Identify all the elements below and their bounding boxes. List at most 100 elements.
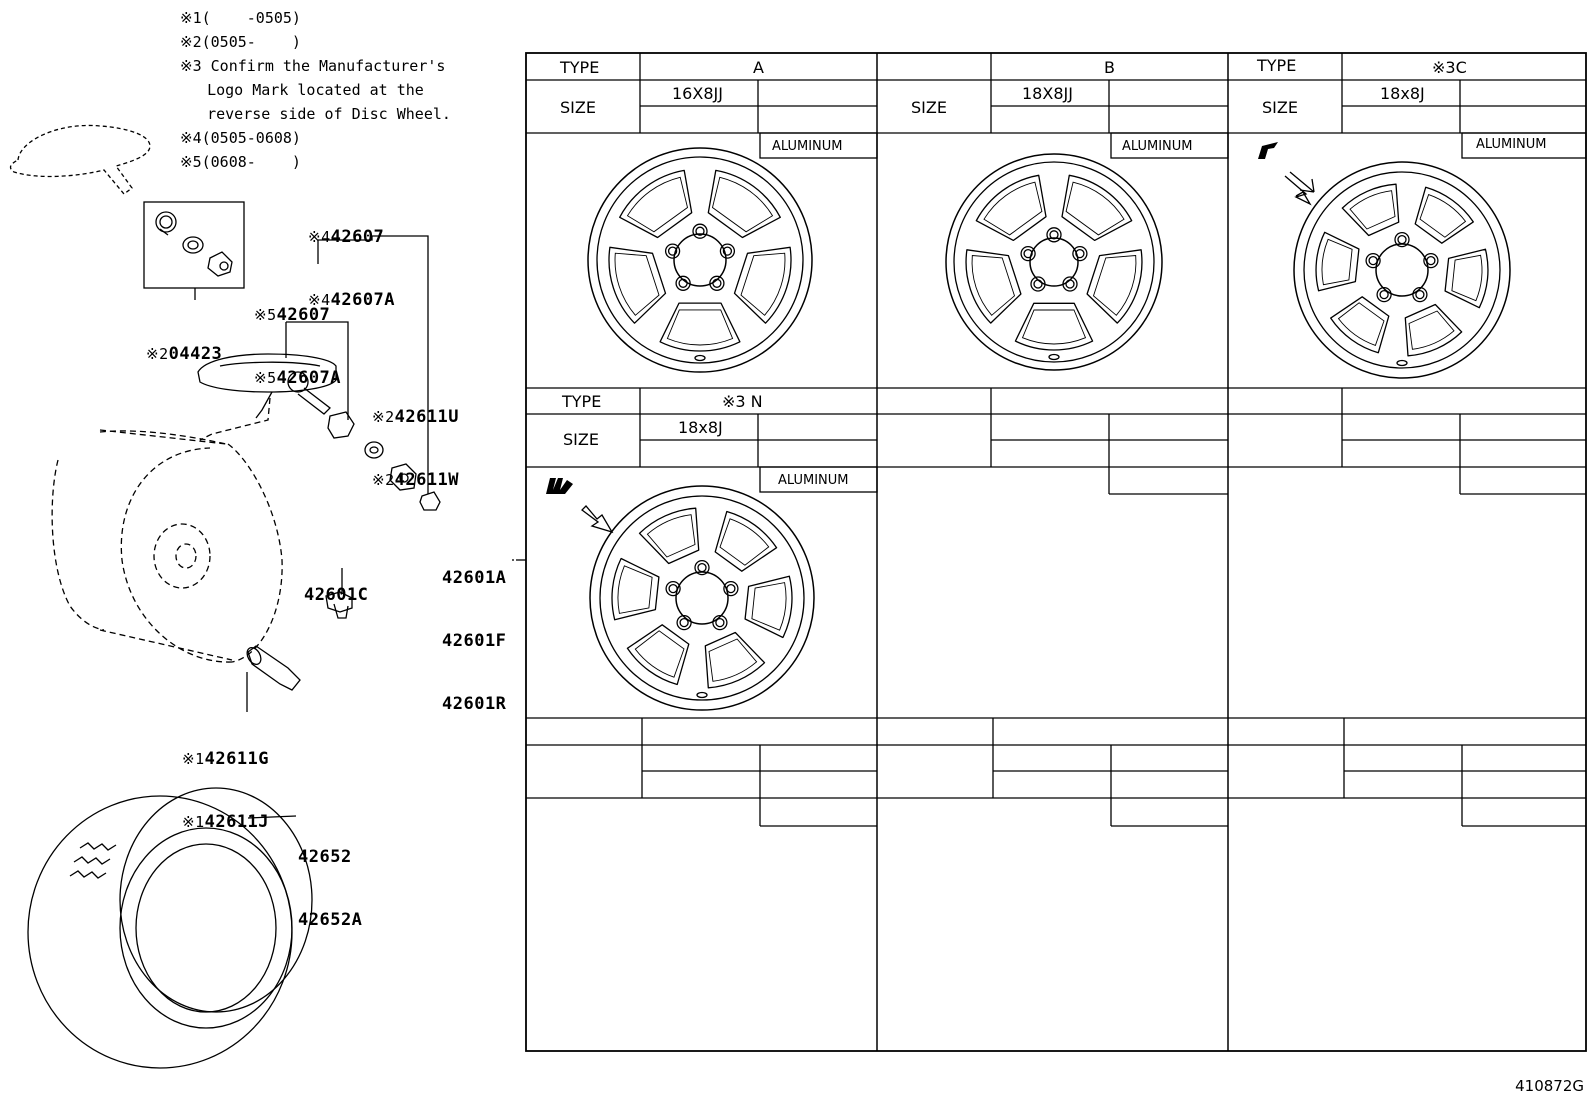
sensor-washer-icon <box>364 441 384 459</box>
type-value-n: ※3 N <box>722 392 763 411</box>
note-3: ※3 Confirm the Manufacturer's <box>180 57 446 75</box>
lug-hole <box>676 614 692 631</box>
part-number: 42611W <box>394 470 460 490</box>
type-value-b: B <box>1104 58 1115 77</box>
lug-hole <box>694 559 710 576</box>
spoke-window <box>1414 186 1474 244</box>
valve-core-icon <box>419 491 441 511</box>
sensor-cap-icon <box>389 463 417 491</box>
spoke-window <box>1404 303 1463 357</box>
lug-hole <box>1423 252 1439 269</box>
valve-hole <box>1396 359 1408 367</box>
part-number: 42652 <box>298 847 352 867</box>
note-3-line-3: reverse side of Disc Wheel. <box>180 105 451 123</box>
spoke-window <box>619 169 693 239</box>
part-number: 42607 <box>276 305 331 325</box>
part-number: 42611J <box>204 812 270 832</box>
lug-hole <box>1412 286 1428 303</box>
part-number: 04423 <box>168 344 223 364</box>
material-b: ALUMINUM <box>1122 139 1193 154</box>
part-42611g[interactable]: ※142611G ※142611J <box>182 749 270 832</box>
lug-hole <box>1062 276 1078 292</box>
lug-hole <box>1365 252 1381 269</box>
wheel-assembly-icon <box>51 397 283 663</box>
lug-hole <box>692 223 708 239</box>
size-label-c: SIZE <box>1262 98 1298 117</box>
part-42601c[interactable]: 42601C <box>304 543 368 627</box>
spoke-window <box>659 302 741 352</box>
note-1: ※1( -0505) <box>180 9 301 27</box>
wheel-n-illustration <box>589 485 815 711</box>
type-label-n: TYPE <box>562 392 602 411</box>
lug-hole <box>665 580 681 597</box>
spoke-window <box>975 174 1047 242</box>
part-number: 42601A <box>442 568 507 588</box>
logo-arrow-n-icon <box>581 505 614 534</box>
spoke-window <box>965 249 1022 324</box>
part-42611u[interactable]: ※242611U ※242611W <box>372 407 460 490</box>
part-42607-group-4[interactable]: ※442607 ※442607A <box>308 227 396 310</box>
valve-hole <box>694 354 706 362</box>
spoke-window <box>638 507 700 565</box>
lug-hole <box>664 243 681 259</box>
lug-hole <box>1376 286 1392 303</box>
spoke-window <box>1315 231 1360 292</box>
valve-hole <box>696 691 708 699</box>
manufacturer-logo-n <box>546 478 573 494</box>
lug-hole <box>1030 276 1046 292</box>
part-04423[interactable]: ※204423 <box>146 344 223 364</box>
size-label-b: SIZE <box>911 98 947 117</box>
part-number: 42601F <box>442 631 507 651</box>
type-label-a: TYPE <box>560 58 600 77</box>
material-c: ALUMINUM <box>1476 137 1547 152</box>
spoke-window <box>608 246 667 324</box>
size-value-b: 18X8JJ <box>1022 84 1073 103</box>
washer-icon <box>182 236 204 254</box>
part-number: 42607 <box>330 227 385 247</box>
note-3-line-2: Logo Mark located at the <box>180 81 424 99</box>
note-2: ※2(0505- ) <box>180 33 301 51</box>
lug-hole <box>1072 245 1088 262</box>
material-a: ALUMINUM <box>772 139 843 154</box>
valve-cap-icon <box>155 211 177 236</box>
spoke-window <box>611 557 660 621</box>
spoke-window <box>733 246 792 324</box>
type-label-c: TYPE <box>1257 56 1297 75</box>
wheel-table <box>525 52 1587 1052</box>
valve-kit-04423-box <box>143 201 245 300</box>
spoke-window <box>1014 302 1094 351</box>
part-42607-group-5[interactable]: ※542607 ※542607A <box>254 305 342 388</box>
spoke-window <box>744 575 793 639</box>
manufacturer-logo-c <box>1258 142 1278 159</box>
logo-arrow-c-icon <box>1284 171 1315 206</box>
part-number: 42601R <box>442 694 507 714</box>
size-value-c: 18x8J <box>1380 84 1425 103</box>
lug-hole <box>675 275 691 291</box>
wheel-c-illustration <box>1293 161 1511 379</box>
spoke-window <box>1061 174 1133 242</box>
part-number: 42611G <box>204 749 270 769</box>
part-42652[interactable]: 42652 42652A <box>298 805 362 952</box>
tire-42652-icon <box>27 787 313 1069</box>
valve-stem-42611g-icon <box>246 645 301 712</box>
diagram-code: 410872G <box>1515 1077 1584 1095</box>
lug-hole <box>1020 245 1036 262</box>
type-value-a: A <box>753 58 764 77</box>
size-value-n: 18x8J <box>678 418 723 437</box>
material-n: ALUMINUM <box>778 473 849 488</box>
type-value-c: ※3C <box>1432 58 1467 77</box>
part-number: 42607A <box>276 368 342 388</box>
wheel-nut-42601c-icon <box>325 568 353 619</box>
nut-icon <box>207 251 233 277</box>
lug-hole <box>709 275 725 291</box>
spoke-window <box>714 510 778 572</box>
part-42601[interactable]: 42601A 42601F 42601R <box>442 526 506 736</box>
lug-hole <box>1394 231 1410 248</box>
lug-hole <box>719 243 736 259</box>
lug-hole <box>723 580 739 597</box>
part-number: 42601C <box>304 585 369 605</box>
tpms-receiver-icon <box>9 124 151 195</box>
spoke-window <box>1330 296 1390 354</box>
part-number: 42607A <box>330 290 396 310</box>
